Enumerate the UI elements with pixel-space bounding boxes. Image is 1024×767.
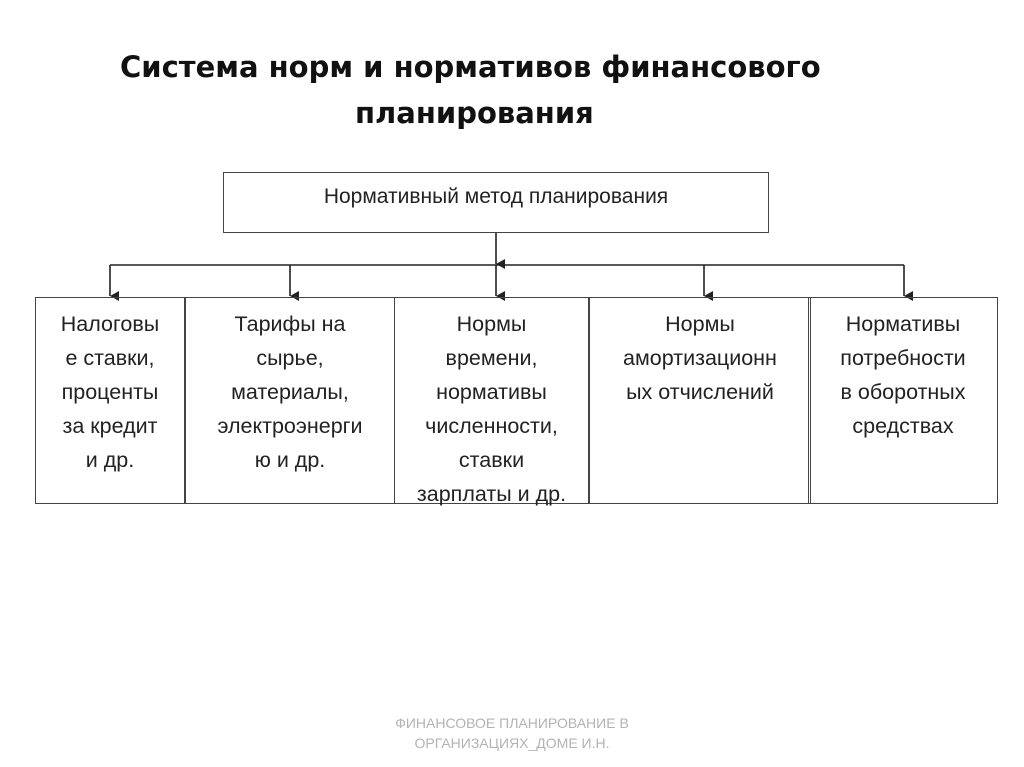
child-node-4-label: Нормы амортизационн ых отчислений xyxy=(623,312,777,404)
child-node-3: Нормы времени, нормативы численности, ст… xyxy=(394,297,589,506)
child-node-3-label: Нормы времени, нормативы численности, ст… xyxy=(416,312,567,506)
root-node-box: Нормативный метод планирования xyxy=(223,172,769,233)
slide-title: Система норм и нормативов финансового пл… xyxy=(60,44,920,136)
slide-title-line-2: планирования xyxy=(355,96,594,130)
child-node-5-label: Нормативы потребности в оборотных средст… xyxy=(840,312,966,438)
child-node-1-label: Налоговы е ставки, проценты за кредит и … xyxy=(60,312,160,472)
child-node-4: Нормы амортизационн ых отчислений xyxy=(589,297,811,504)
child-node-2: Тарифы на сырье, материалы, электроэнерг… xyxy=(185,297,395,504)
child-node-2-label: Тарифы на сырье, материалы, электроэнерг… xyxy=(217,312,363,472)
child-node-1: Налоговы е ставки, проценты за кредит и … xyxy=(35,297,185,504)
child-node-5: Нормативы потребности в оборотных средст… xyxy=(808,297,998,504)
slide-title-line-1: Система норм и нормативов финансового xyxy=(120,50,821,84)
footer-caption: ФИНАНСОВОЕ ПЛАНИРОВАНИЕ В ОРГАНИЗАЦИЯХ_Д… xyxy=(395,715,629,751)
root-node-label: Нормативный метод планирования xyxy=(323,185,669,208)
